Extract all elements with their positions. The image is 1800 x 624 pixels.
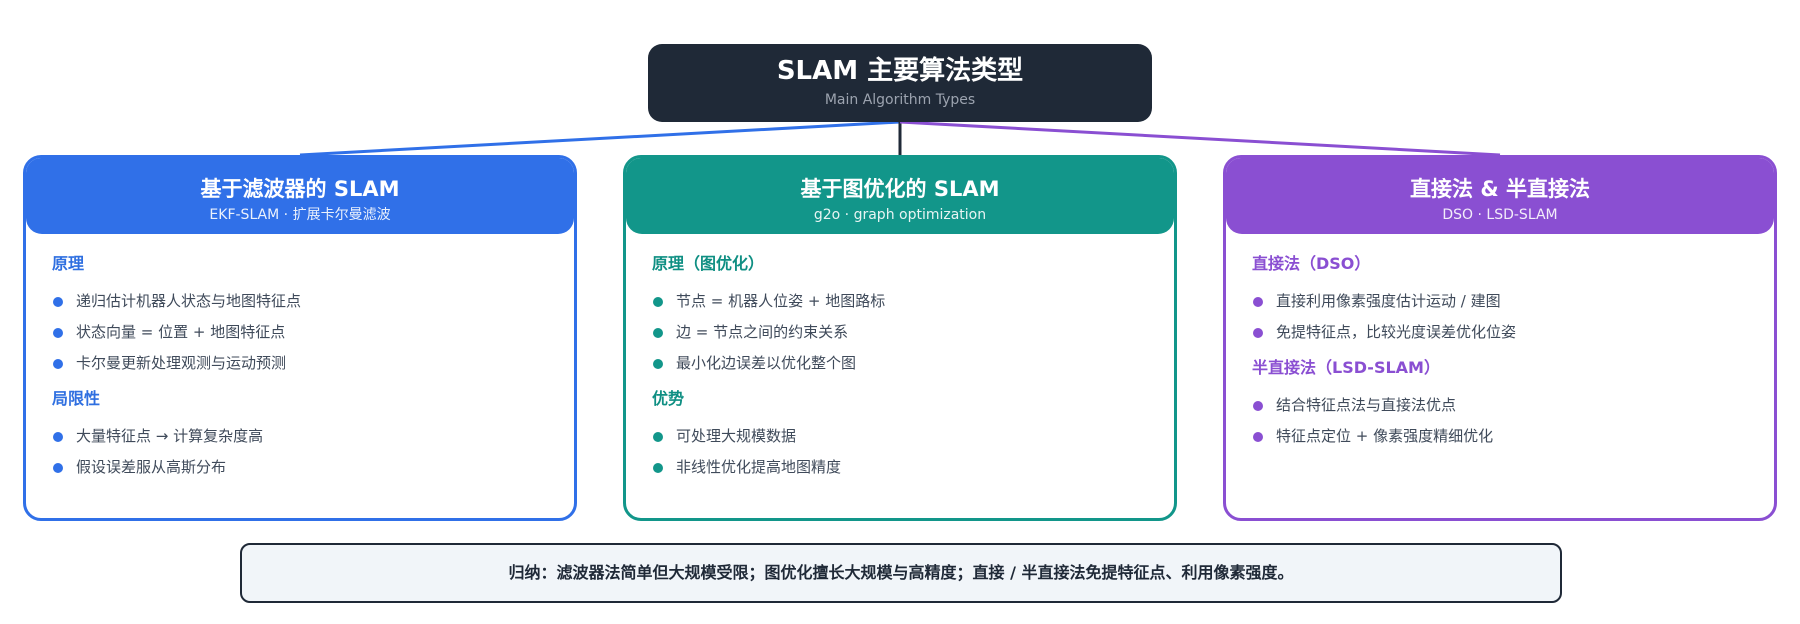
list-item: 状态向量 = 位置 + 地图特征点 <box>52 317 548 348</box>
card-title: 直接法 & 半直接法 <box>1410 177 1590 201</box>
bullet-list: 可处理大规模数据 非线性优化提高地图精度 <box>652 421 1148 483</box>
bullet-list: 递归估计机器人状态与地图特征点 状态向量 = 位置 + 地图特征点 卡尔曼更新处… <box>52 286 548 379</box>
section-heading: 原理（图优化） <box>652 254 765 273</box>
list-item: 边 = 节点之间的约束关系 <box>652 317 1148 348</box>
list-item: 结合特征点法与直接法优点 <box>1252 390 1748 421</box>
list-item: 免提特征点，比较光度误差优化位姿 <box>1252 317 1748 348</box>
bullet-list: 大量特征点 → 计算复杂度高 假设误差服从高斯分布 <box>52 421 548 483</box>
bullet-list: 节点 = 机器人位姿 + 地图路标 边 = 节点之间的约束关系 最小化边误差以优… <box>652 286 1148 379</box>
card-filter-slam: 基于滤波器的 SLAM EKF-SLAM · 扩展卡尔曼滤波 原理 递归估计机器… <box>23 155 577 521</box>
card-title: 基于图优化的 SLAM <box>800 177 1000 201</box>
root-subtitle: Main Algorithm Types <box>824 92 976 108</box>
bullet-icon <box>653 463 663 473</box>
list-item: 最小化边误差以优化整个图 <box>652 348 1148 379</box>
list-item: 卡尔曼更新处理观测与运动预测 <box>52 348 548 379</box>
list-item: 特征点定位 + 像素强度精细优化 <box>1252 421 1748 452</box>
list-item: 非线性优化提高地图精度 <box>652 452 1148 483</box>
section-heading: 局限性 <box>52 389 101 408</box>
bullet-icon <box>1253 328 1263 338</box>
connector-filter <box>299 120 901 157</box>
connector-direct <box>899 120 1501 157</box>
card-header: 基于滤波器的 SLAM EKF-SLAM · 扩展卡尔曼滤波 <box>26 158 574 234</box>
card-subtitle: g2o · graph optimization <box>813 207 987 223</box>
list-item: 可处理大规模数据 <box>652 421 1148 452</box>
bullet-icon <box>1253 401 1263 411</box>
list-item: 直接利用像素强度估计运动 / 建图 <box>1252 286 1748 317</box>
bullet-list: 结合特征点法与直接法优点 特征点定位 + 像素强度精细优化 <box>1252 390 1748 452</box>
card-header: 基于图优化的 SLAM g2o · graph optimization <box>626 158 1174 234</box>
card-subtitle: DSO · LSD-SLAM <box>1442 207 1558 223</box>
card-header: 直接法 & 半直接法 DSO · LSD-SLAM <box>1226 158 1774 234</box>
section-heading: 直接法（DSO） <box>1252 254 1371 273</box>
list-item: 大量特征点 → 计算复杂度高 <box>52 421 548 452</box>
bullet-icon <box>53 359 63 369</box>
card-direct-methods: 直接法 & 半直接法 DSO · LSD-SLAM 直接法（DSO） 直接利用像… <box>1223 155 1777 521</box>
section-heading: 半直接法（LSD-SLAM） <box>1252 358 1440 377</box>
bullet-icon <box>53 463 63 473</box>
list-item: 递归估计机器人状态与地图特征点 <box>52 286 548 317</box>
bullet-icon <box>53 297 63 307</box>
card-graph-slam: 基于图优化的 SLAM g2o · graph optimization 原理（… <box>623 155 1177 521</box>
bullet-list: 直接利用像素强度估计运动 / 建图 免提特征点，比较光度误差优化位姿 <box>1252 286 1748 348</box>
card-title: 基于滤波器的 SLAM <box>200 177 400 201</box>
section-heading: 优势 <box>652 389 685 408</box>
root-title: SLAM 主要算法类型 <box>776 56 1024 86</box>
summary-banner: 归纳：滤波器法简单但大规模受限；图优化擅长大规模与高精度；直接 / 半直接法免提… <box>240 543 1562 603</box>
bullet-icon <box>1253 432 1263 442</box>
bullet-icon <box>1253 297 1263 307</box>
card-subtitle: EKF-SLAM · 扩展卡尔曼滤波 <box>209 207 391 223</box>
bullet-icon <box>53 432 63 442</box>
bullet-icon <box>653 328 663 338</box>
root-node: SLAM 主要算法类型 Main Algorithm Types <box>648 44 1152 122</box>
section-heading: 原理 <box>52 254 85 273</box>
list-item: 节点 = 机器人位姿 + 地图路标 <box>652 286 1148 317</box>
bullet-icon <box>653 359 663 369</box>
bullet-icon <box>653 432 663 442</box>
bullet-icon <box>653 297 663 307</box>
list-item: 假设误差服从高斯分布 <box>52 452 548 483</box>
bullet-icon <box>53 328 63 338</box>
